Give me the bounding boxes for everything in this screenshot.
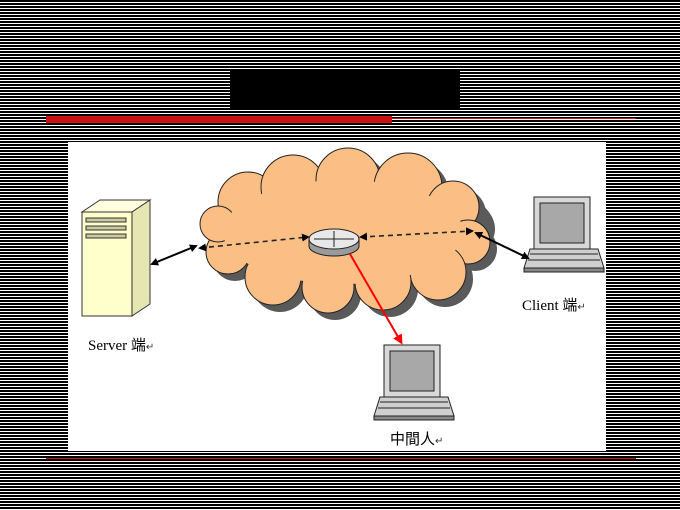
mitm-label-text: 中間人: [390, 432, 436, 448]
server-link-arrow: [150, 244, 198, 266]
client-link-arrow: [474, 231, 530, 260]
dashed-path-client-side: [359, 227, 474, 241]
title-underline-thin: [392, 118, 636, 119]
client-label: Client 端↵: [522, 294, 586, 315]
client-label-text: Client 端: [522, 298, 578, 314]
return-mark: ↵: [145, 342, 155, 353]
title-underline-thick: [46, 116, 392, 123]
server-icon: [80, 199, 152, 317]
title-background: [230, 70, 460, 108]
network-diagram: [80, 147, 605, 421]
diagram-panel: Server 端↵ Client 端↵ 中間人↵: [68, 142, 606, 451]
return-mark: ↵: [577, 302, 586, 313]
server-label: Server 端↵: [88, 334, 154, 355]
slide-title: ?? MITM (? ): [254, 72, 426, 105]
return-mark: ↵: [435, 436, 444, 447]
mitm-label: 中間人↵: [390, 428, 443, 449]
router-icon: [308, 228, 360, 257]
footer-rule: [46, 458, 636, 459]
intercept-arrow: [349, 253, 403, 345]
server-label-text: Server 端: [88, 338, 146, 354]
mitm-laptop-icon: [373, 344, 455, 421]
dashed-path-server-side: [198, 233, 310, 252]
client-laptop-icon: [523, 196, 605, 273]
